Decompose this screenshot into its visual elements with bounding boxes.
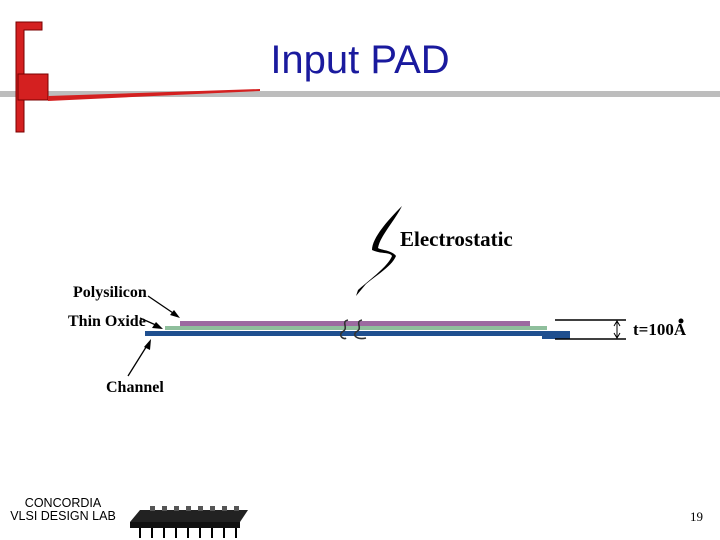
polysilicon-pointer-arrow (147, 295, 180, 318)
thickness-arrow-head-down (613, 332, 621, 339)
polysilicon-label: Polysilicon (73, 284, 147, 301)
squiggle-right-icon (353, 319, 367, 340)
thin-oxide-layer (165, 326, 547, 330)
page-number: 19 (690, 509, 703, 524)
thin-oxide-label: Thin Oxide (68, 313, 146, 330)
channel-label: Channel (106, 379, 164, 396)
thickness-label: t=100A (633, 320, 687, 339)
header-bar (0, 91, 720, 97)
chip-logo-icon (130, 506, 248, 538)
thin-oxide-pointer-arrow (139, 317, 163, 329)
squiggle-left-icon (339, 319, 349, 340)
electrostatic-label: Electrostatic (400, 227, 513, 251)
footer-logo-line2: VLSI DESIGN LAB (10, 509, 116, 523)
footer-logo-text: CONCORDIA VLSI DESIGN LAB (0, 497, 126, 523)
red-taper-line (48, 89, 260, 101)
channel-layer (145, 331, 570, 336)
slide-title: Input PAD (270, 38, 450, 82)
channel-pointer-arrow (127, 339, 151, 377)
footer-logo-line1: CONCORDIA (24, 496, 102, 510)
red-square (17, 73, 49, 101)
lightning-bolt-icon (356, 206, 402, 296)
polysilicon-layer (180, 321, 530, 327)
degree-mark-icon (678, 318, 684, 324)
channel-end (542, 336, 570, 339)
thickness-arrow-head-up (613, 320, 621, 327)
